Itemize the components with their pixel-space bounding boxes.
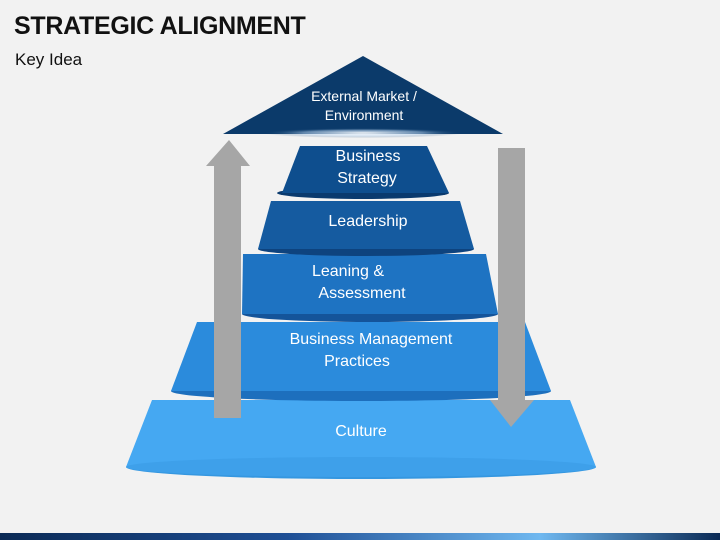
roof-label-line1: External Market / — [311, 88, 417, 104]
footer-accent-bar — [0, 533, 720, 540]
tier-bmp-body — [171, 322, 551, 391]
page-title: STRATEGIC ALIGNMENT — [14, 12, 306, 40]
tier-business-strategy: Business Strategy — [277, 146, 449, 199]
tier-bs-label-line2: Strategy — [337, 170, 397, 187]
roof-external-market: External Market / Environment — [223, 56, 503, 138]
arrow-up-icon — [206, 140, 250, 418]
tier-bs-body — [282, 146, 449, 193]
tier-culture-rim — [126, 457, 596, 477]
tier-culture-body — [126, 400, 596, 467]
tier-culture-label: Culture — [335, 423, 387, 440]
tier-leadership-body — [258, 201, 474, 249]
arrow-down-icon — [490, 148, 534, 427]
tier-culture: Culture — [126, 400, 596, 479]
tier-leadership: Leadership — [258, 201, 474, 256]
roof-glow — [263, 128, 463, 138]
tier-la-body — [242, 254, 498, 314]
tier-leadership-label: Leadership — [328, 213, 407, 230]
tier-leaning-assessment: Leaning & Assessment — [242, 254, 498, 322]
tier-la-label-line1: Leaning & — [312, 263, 384, 280]
roof-body — [223, 56, 503, 134]
tier-business-management: Business Management Practices — [171, 322, 551, 401]
tier-la-label-line2: Assessment — [318, 285, 406, 302]
tier-bmp-label-line2: Practices — [324, 353, 390, 370]
roof-label-line2: Environment — [325, 107, 404, 123]
tier-bmp-label-line1: Business Management — [290, 331, 453, 348]
page-subtitle: Key Idea — [15, 50, 83, 69]
tier-bs-label-line1: Business — [336, 148, 401, 165]
